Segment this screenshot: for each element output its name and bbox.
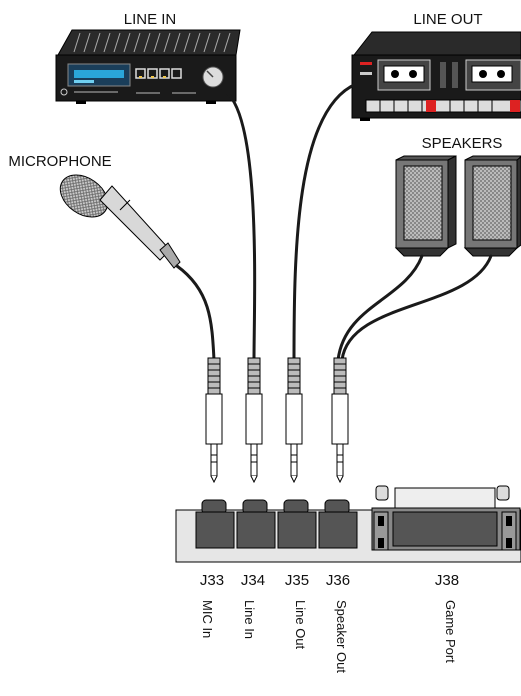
line-in-device: LINE IN xyxy=(55,11,241,104)
line-in-cable xyxy=(221,88,257,362)
plug-line-out-icon xyxy=(285,357,303,484)
plug-mic-icon xyxy=(205,357,223,484)
speakers-label: SPEAKERS xyxy=(422,135,503,152)
jack-id-j36: J36 xyxy=(326,572,350,589)
cassette-icon xyxy=(383,65,425,83)
jack-j34-icon xyxy=(236,511,276,549)
jack-id-j33: J33 xyxy=(200,572,224,589)
line-out-cable xyxy=(292,82,358,362)
jack-block xyxy=(195,511,358,549)
jack-j35-icon xyxy=(277,511,317,549)
mic-cable xyxy=(175,264,216,362)
jack-id-j38: J38 xyxy=(435,572,459,589)
plug-speaker-out-icon xyxy=(331,357,349,484)
jack-labels: J33 J34 J35 J36 J38 MIC In Line In Line … xyxy=(200,572,459,673)
microphone-device: MICROPHONE xyxy=(8,153,181,269)
jack-id-j35: J35 xyxy=(285,572,309,589)
jack-j33-icon xyxy=(195,511,235,549)
jack-id-j34: J34 xyxy=(241,572,265,589)
jack-name-speaker-out: Speaker Out xyxy=(334,600,349,673)
plugs xyxy=(205,357,349,484)
microphone-icon xyxy=(59,174,181,269)
speaker-right-cable xyxy=(340,254,493,362)
jack-name-line-in: Line In xyxy=(242,600,257,639)
jack-name-game-port: Game Port xyxy=(443,600,458,663)
speakers: SPEAKERS xyxy=(394,135,521,257)
jack-name-mic-in: MIC In xyxy=(200,600,215,638)
jack-j36-icon xyxy=(318,511,358,549)
speaker-left-cable xyxy=(336,254,424,362)
cables xyxy=(175,82,493,362)
line-in-label: LINE IN xyxy=(124,11,177,28)
line-out-label: LINE OUT xyxy=(413,11,482,28)
jack-name-line-out: Line Out xyxy=(293,600,308,650)
sound-board xyxy=(175,485,521,563)
line-out-device: LINE OUT xyxy=(351,11,521,121)
plug-line-in-icon xyxy=(245,357,263,484)
speaker-left-icon xyxy=(394,155,457,257)
microphone-label: MICROPHONE xyxy=(8,153,111,170)
speaker-right-icon xyxy=(463,155,521,257)
game-port-icon xyxy=(371,485,521,551)
